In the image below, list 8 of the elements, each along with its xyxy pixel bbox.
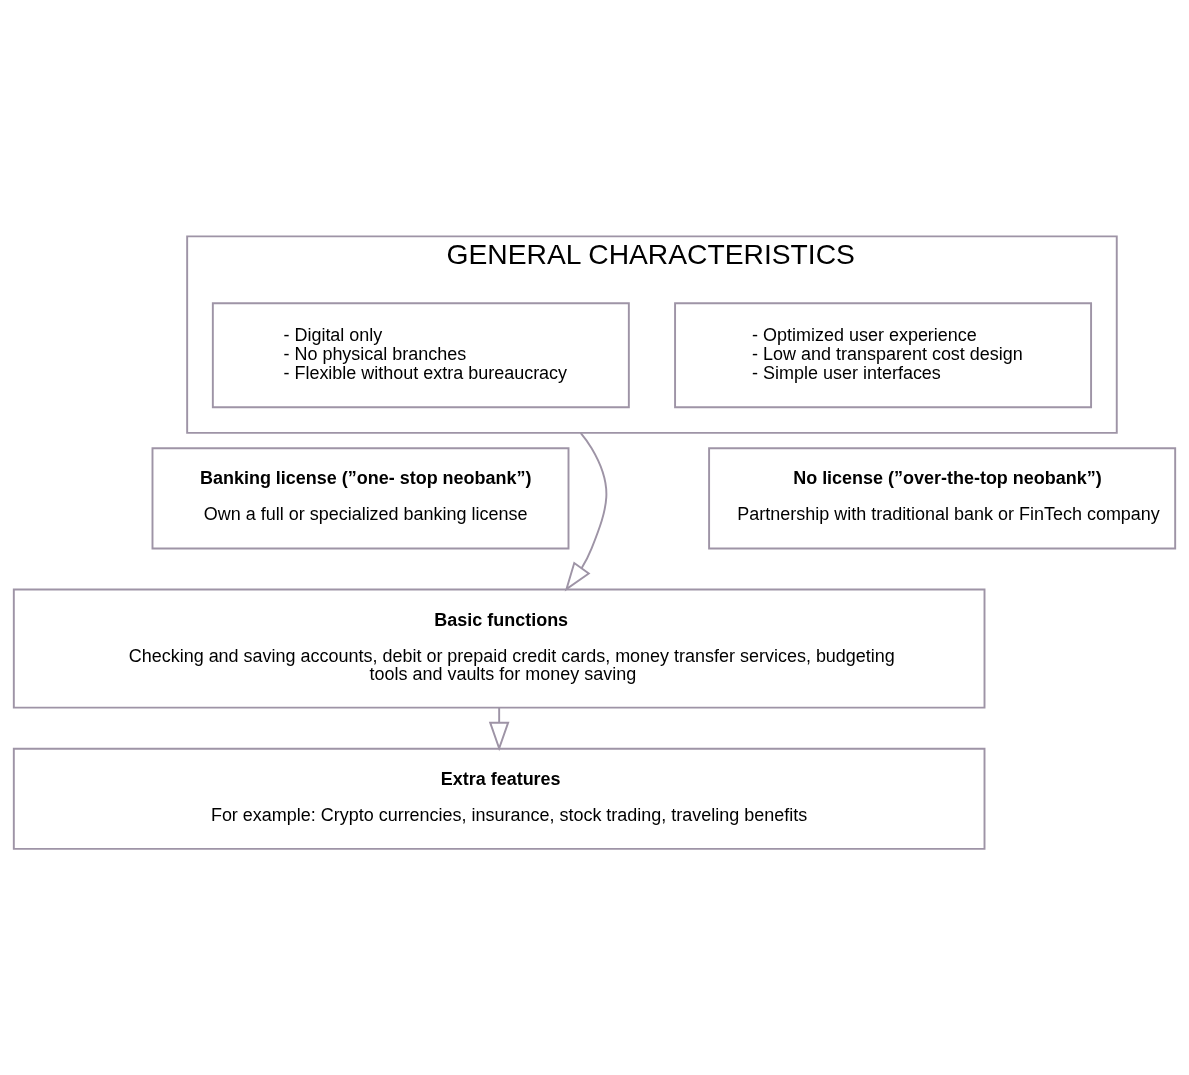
node-box: - Digital only - No physical branches - Flexible without extra bureaucracy <box>211 302 630 409</box>
node-box: Banking license (”one- stop neobank”) Own a full or specialized banking license <box>151 447 570 550</box>
node-box: - Optimized user experience - Low and transparent cost design - Simple user interfaces <box>674 302 1093 409</box>
node-box: Basic functions Checking and saving accounts, debit or prepaid credit cards, money transfer services, budgeting tools and vaults for money saving <box>12 588 986 709</box>
node-box: Extra features For example: Crypto currencies, insurance, stock trading, traveling benefits <box>12 747 986 850</box>
node-box: No license (”over-the-top neobank”) Partnership with traditional bank or FinTech company <box>708 447 1177 550</box>
arrow <box>488 706 510 752</box>
arrow <box>564 431 608 592</box>
